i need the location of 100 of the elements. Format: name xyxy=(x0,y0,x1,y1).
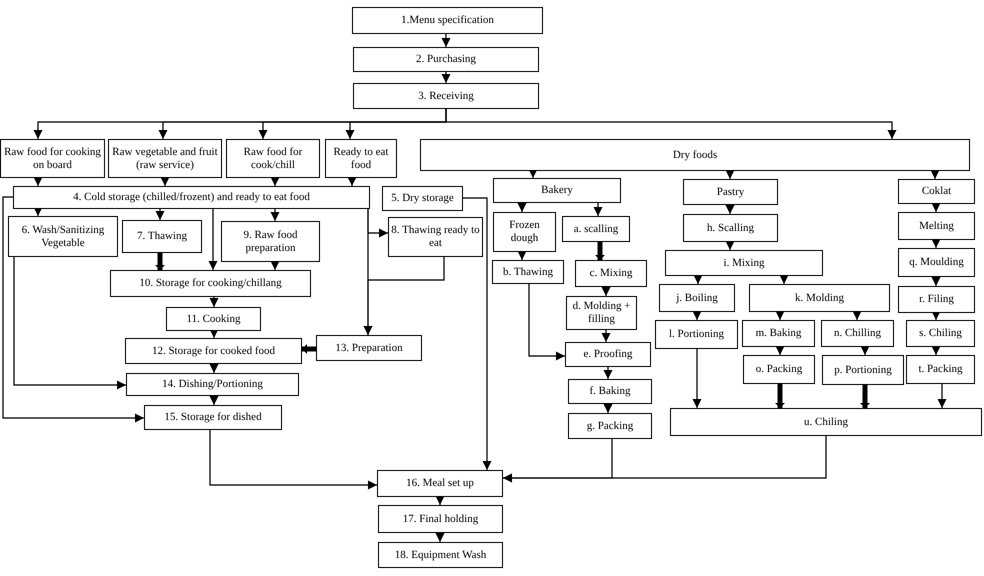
arrow xyxy=(528,169,538,178)
arrow xyxy=(930,170,940,179)
arrow xyxy=(518,251,526,260)
arrow xyxy=(726,170,734,179)
arrow xyxy=(364,257,445,335)
process-box: t. Packing xyxy=(906,355,975,384)
arrow xyxy=(602,330,610,342)
process-box: Raw vegetable and fruit (raw service) xyxy=(108,139,222,178)
arrow xyxy=(932,203,940,212)
arrow xyxy=(775,384,785,408)
arrow xyxy=(938,384,946,408)
arrow xyxy=(726,241,734,250)
process-box: m. Baking xyxy=(742,320,815,347)
arrow xyxy=(852,311,862,320)
process-box: j. Boiling xyxy=(659,284,735,312)
arrow xyxy=(209,430,377,490)
arrow xyxy=(270,209,280,221)
arrow xyxy=(692,311,702,320)
arrow xyxy=(726,205,734,214)
arrow xyxy=(436,496,444,505)
arrow xyxy=(34,207,42,216)
arrow xyxy=(932,239,940,248)
arrow xyxy=(155,253,165,270)
arrow xyxy=(932,346,940,355)
process-box: s. Chiling xyxy=(906,320,975,347)
process-box: 14. Dishing/Portioning xyxy=(126,373,299,396)
process-box: e. Proofing xyxy=(565,342,651,367)
process-box: 1.Menu specification xyxy=(352,7,543,34)
process-box: 2. Purchasing xyxy=(353,47,539,72)
process-box: r. Filing xyxy=(898,286,975,313)
arrow xyxy=(436,533,444,542)
process-box: Coklat xyxy=(898,179,975,204)
process-box: k. Molding xyxy=(749,284,890,312)
arrow xyxy=(860,346,870,355)
process-box: p. Portioning xyxy=(822,355,904,385)
arrow xyxy=(776,311,784,320)
arrow xyxy=(604,367,612,379)
arrow xyxy=(270,177,280,186)
process-box: 7. Thawing xyxy=(122,220,202,253)
arrow xyxy=(270,261,280,270)
process-box: Melting xyxy=(898,212,975,240)
arrow xyxy=(34,177,42,186)
arrow xyxy=(210,364,218,373)
process-box: f. Baking xyxy=(568,379,652,404)
process-box: Dry foods xyxy=(420,139,970,171)
arrow xyxy=(932,311,940,320)
process-box: Ready to eat food xyxy=(325,139,397,178)
process-box: h. Scalling xyxy=(683,214,778,242)
arrow xyxy=(694,275,702,284)
process-box: q. Moulding xyxy=(898,248,975,277)
process-box: 16. Meal set up xyxy=(377,470,503,497)
arrow xyxy=(208,209,218,270)
process-box: n. Chilling xyxy=(821,320,894,347)
process-box: o. Packing xyxy=(743,355,815,384)
arrow xyxy=(442,34,450,47)
arrow xyxy=(594,203,602,216)
arrow xyxy=(463,197,492,470)
process-box: 12. Storage for cooked food xyxy=(125,338,302,364)
process-box: i. Mixing xyxy=(665,250,823,276)
arrow xyxy=(602,287,610,296)
process-box: l. Portioning xyxy=(655,320,738,349)
arrow xyxy=(13,257,126,390)
process-box: 5. Dry storage xyxy=(382,186,463,211)
process-box: 9. Raw food preparation xyxy=(221,221,320,262)
process-box: 11. Cooking xyxy=(166,307,261,331)
process-box: Bakery xyxy=(493,178,621,203)
process-box: d. Molding + filling xyxy=(566,296,637,330)
arrow xyxy=(302,344,316,354)
process-box: c. Mixing xyxy=(575,260,647,287)
arrow xyxy=(780,275,788,284)
arrow xyxy=(528,284,565,360)
process-box: 3. Receiving xyxy=(353,83,539,109)
arrow xyxy=(445,109,896,139)
arrow xyxy=(210,297,218,307)
arrow xyxy=(595,242,605,260)
arrow xyxy=(503,436,827,482)
process-box: 10. Storage for cooking/chillang xyxy=(110,270,311,297)
process-box: 4. Cold storage (chilled/frozent) and ready to eat food xyxy=(13,186,370,209)
arrow xyxy=(348,177,356,186)
arrow xyxy=(604,404,612,413)
process-box: b. Thawing xyxy=(492,260,564,284)
process-box: Raw food for cook/chill xyxy=(226,139,320,178)
process-box: 18. Equipment Wash xyxy=(378,542,503,568)
arrow xyxy=(2,196,144,422)
arrow xyxy=(442,72,450,83)
arrow xyxy=(860,385,870,408)
process-box: u. Chiling xyxy=(670,408,982,436)
arrow xyxy=(156,209,164,220)
process-box: Raw food for cooking on board xyxy=(0,139,105,178)
arrow xyxy=(932,277,940,286)
process-box: 17. Final holding xyxy=(378,505,503,533)
process-box: 6. Wash/Sanitizing Vegetable xyxy=(8,216,118,257)
arrow xyxy=(518,203,526,212)
process-box: 8. Thawing ready to eat xyxy=(388,217,483,257)
process-box: 13. Preparation xyxy=(316,335,422,361)
arrow xyxy=(160,177,170,186)
arrow xyxy=(776,346,784,355)
process-box: a. scalling xyxy=(562,216,630,242)
process-box: Frozen dough xyxy=(493,212,556,252)
process-box: 15. Storage for dished xyxy=(144,405,282,430)
